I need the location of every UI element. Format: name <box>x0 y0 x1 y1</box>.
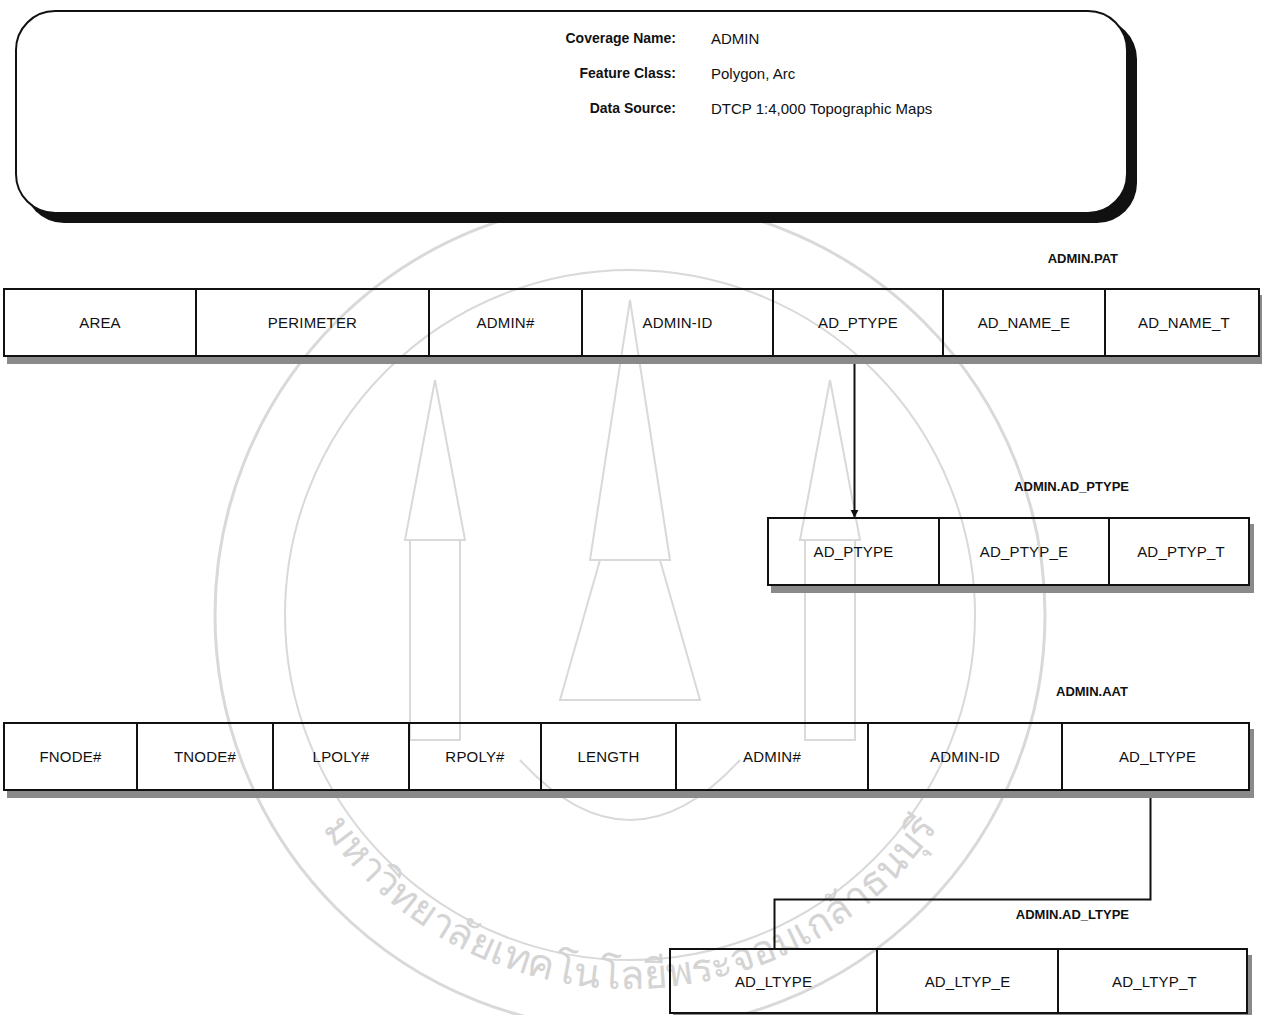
field-cell: ADMIN-ID <box>583 290 774 355</box>
watermark-text: มหาวิทยาลัยเทคโนโลยีพระจอมเกล้าธนบุรี <box>315 806 945 998</box>
field-name: ADMIN-ID <box>643 314 713 331</box>
table-name: ADMIN.AD_LTYPE <box>1016 907 1129 922</box>
field-name: AD_PTYP_T <box>1137 543 1225 560</box>
field-value: DTCP 1:4,000 Topographic Maps <box>711 100 932 117</box>
field-cell: AD_LTYPE <box>1063 724 1252 789</box>
field-cell: AD_LTYPE <box>671 950 878 1012</box>
field-name: ADMIN# <box>743 748 801 765</box>
field-cell: AD_LTYP_E <box>878 950 1059 1012</box>
attribute-table: ADMIN.AD_PTYPEAD_PTYPEAD_PTYP_EAD_PTYP_T <box>767 517 1250 586</box>
field-cell: AD_PTYP_T <box>1110 519 1252 584</box>
field-cell: ADMIN# <box>430 290 583 355</box>
attribute-table: ADMIN.AD_LTYPEAD_LTYPEAD_LTYP_EAD_LTYP_T <box>669 948 1248 1014</box>
field-name: AD_PTYPE <box>818 314 898 331</box>
field-name: ADMIN-ID <box>930 748 1000 765</box>
field-cell: TNODE# <box>138 724 274 789</box>
field-name: LPOLY# <box>313 748 370 765</box>
field-cell: AD_NAME_T <box>1106 290 1262 355</box>
field-cell: FNODE# <box>5 724 138 789</box>
relate-connector <box>775 791 1151 949</box>
field-cell: ADMIN-ID <box>869 724 1063 789</box>
field-cell: PERIMETER <box>197 290 430 355</box>
field-name: AD_NAME_T <box>1138 314 1230 331</box>
field-label: Data Source: <box>590 100 676 116</box>
field-cell: AD_PTYP_E <box>940 519 1110 584</box>
coverage-header-box: Coverage Name: ADMIN Feature Class: Polygon… <box>15 10 1128 214</box>
field-name: AREA <box>79 314 121 331</box>
field-name: AD_LTYP_E <box>925 973 1011 990</box>
field-name: AD_LTYPE <box>735 973 812 990</box>
table-name: ADMIN.AAT <box>1056 684 1128 699</box>
field-name: AD_PTYPE <box>814 543 894 560</box>
relate-connector <box>854 357 856 517</box>
field-label: Coverage Name: <box>566 30 677 46</box>
field-name: PERIMETER <box>268 314 357 331</box>
field-name: AD_PTYP_E <box>980 543 1069 560</box>
field-name: LENGTH <box>577 748 639 765</box>
field-name: AD_NAME_E <box>978 314 1071 331</box>
field-value: ADMIN <box>711 30 759 47</box>
field-name: ADMIN# <box>477 314 535 331</box>
field-name: RPOLY# <box>445 748 504 765</box>
field-cell: LPOLY# <box>274 724 410 789</box>
field-name: AD_LTYP_T <box>1112 973 1197 990</box>
field-cell: ADMIN# <box>677 724 869 789</box>
watermark-seal <box>215 200 1045 1015</box>
attribute-table: ADMIN.AATFNODE#TNODE#LPOLY#RPOLY#LENGTHA… <box>3 722 1250 791</box>
field-cell: AREA <box>5 290 197 355</box>
field-label: Feature Class: <box>580 65 676 81</box>
field-name: TNODE# <box>174 748 236 765</box>
attribute-table: ADMIN.PATAREAPERIMETERADMIN#ADMIN-IDAD_P… <box>3 288 1260 357</box>
table-name: ADMIN.PAT <box>1048 251 1118 266</box>
table-name: ADMIN.AD_PTYPE <box>1014 479 1129 494</box>
field-name: AD_LTYPE <box>1119 748 1196 765</box>
field-name: FNODE# <box>39 748 101 765</box>
field-cell: AD_PTYPE <box>774 290 944 355</box>
field-cell: RPOLY# <box>410 724 542 789</box>
field-cell: LENGTH <box>542 724 677 789</box>
field-value: Polygon, Arc <box>711 65 795 82</box>
field-cell: AD_LTYP_T <box>1059 950 1250 1012</box>
field-cell: AD_PTYPE <box>769 519 940 584</box>
field-cell: AD_NAME_E <box>944 290 1106 355</box>
